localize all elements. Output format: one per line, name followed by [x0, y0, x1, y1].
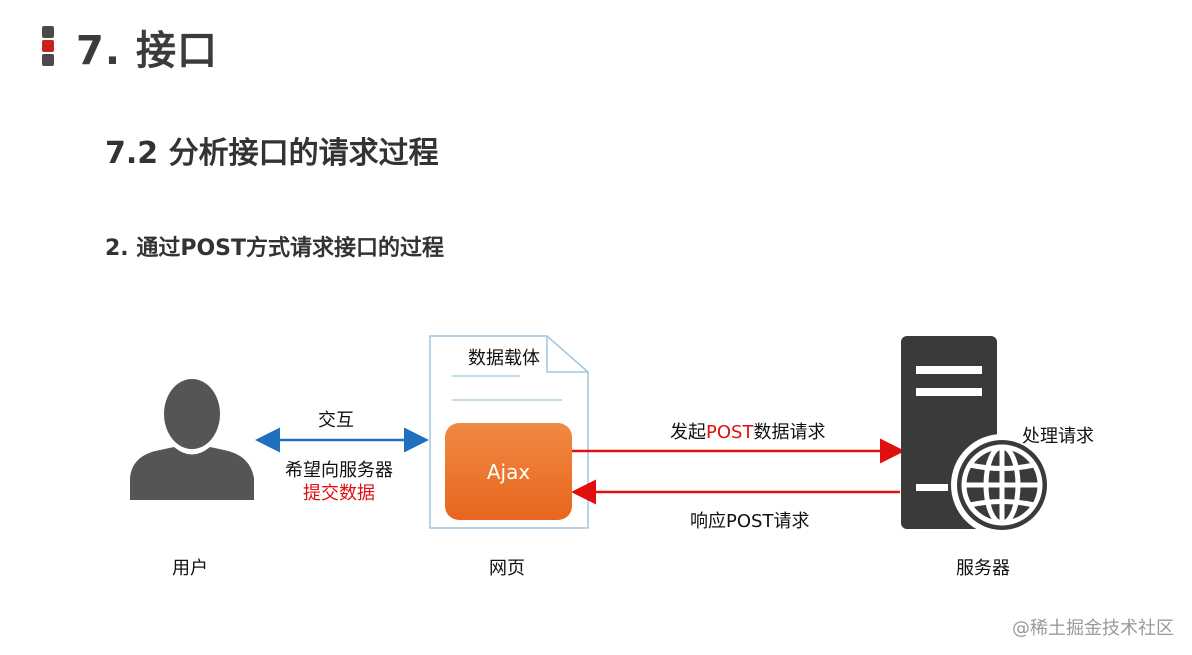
watermark: @稀土掘金技术社区 [1012, 618, 1174, 639]
interaction-label: 交互 [318, 410, 354, 431]
page-label: 网页 [489, 558, 525, 579]
title-marker-icon [42, 26, 54, 68]
user-icon [130, 379, 254, 500]
user-wish-label: 希望向服务器 [285, 460, 393, 481]
server-label: 服务器 [956, 558, 1010, 579]
section-heading: 2. 通过POST方式请求接口的过程 [105, 236, 445, 261]
request-label: 发起POST数据请求 [670, 418, 825, 444]
response-label: 响应POST请求 [690, 511, 810, 532]
request-prefix: 发起 [670, 422, 706, 443]
page-title: 7. 接口 [76, 28, 218, 74]
user-submit-label: 提交数据 [303, 483, 375, 504]
process-label: 处理请求 [1022, 426, 1094, 447]
section-subtitle: 7.2 分析接口的请求过程 [105, 136, 439, 171]
payload-label: 数据载体 [468, 348, 540, 369]
ajax-box: Ajax [445, 423, 572, 520]
request-suffix: 数据请求 [753, 422, 826, 443]
ajax-label: Ajax [486, 459, 531, 484]
globe-icon [951, 434, 1053, 536]
user-label: 用户 [172, 558, 208, 579]
request-method: POST [706, 422, 754, 443]
